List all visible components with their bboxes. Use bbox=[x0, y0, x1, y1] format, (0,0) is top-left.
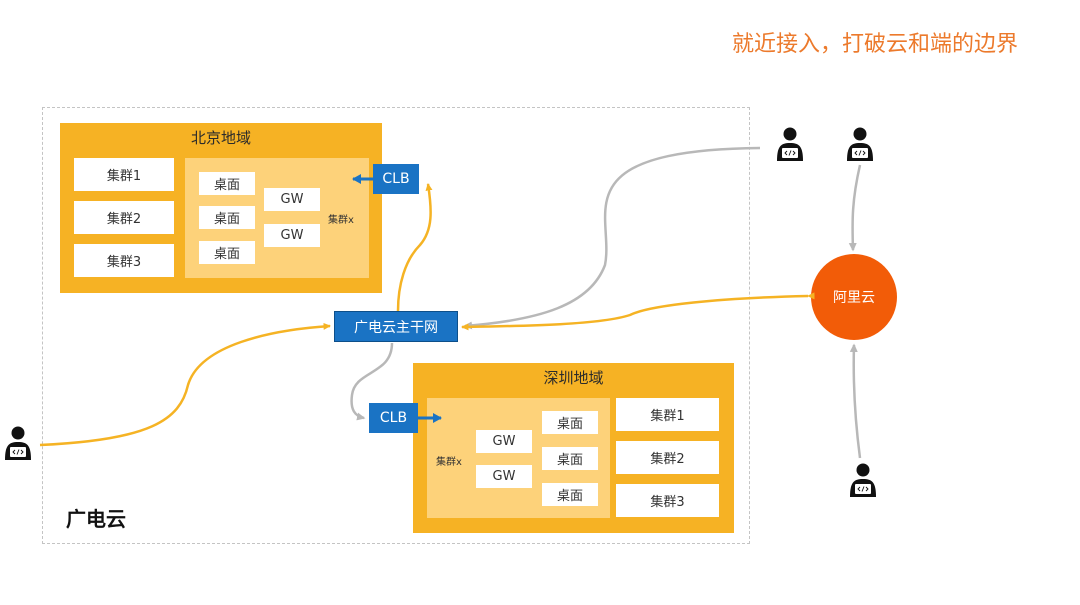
shenzhen-desktop-3: 桌面 bbox=[542, 483, 598, 506]
beijing-gateway-1: GW bbox=[264, 188, 320, 211]
gray-link-backbone-to-shenzhen-clb bbox=[350, 342, 394, 421]
beijing-cluster-1: 集群1 bbox=[74, 158, 174, 191]
region-beijing-title: 北京地域 bbox=[190, 129, 251, 147]
developer-user-icon bbox=[5, 426, 31, 460]
beijing-desktop-1: 桌面 bbox=[199, 172, 255, 195]
beijing-desktop-3: 桌面 bbox=[199, 241, 255, 264]
guangdian-cloud-label: 广电云 bbox=[66, 507, 126, 531]
beijing-cluster-x-label: 集群x bbox=[328, 215, 354, 226]
developer-user-icon bbox=[777, 127, 803, 161]
headline: 就近接入，打破云和端的边界 bbox=[732, 32, 1019, 57]
gray-link-user-to-aliyun-bottom bbox=[849, 343, 862, 459]
shenzhen-clb: CLB bbox=[369, 403, 418, 433]
shenzhen-gateway-1: GW bbox=[476, 430, 532, 453]
aliyun-cloud: 阿里云 bbox=[811, 254, 897, 340]
orange-link-backbone-aliyun bbox=[461, 292, 815, 331]
shenzhen-cluster-x-label: 集群x bbox=[436, 457, 462, 468]
developer-user-icon bbox=[850, 463, 876, 497]
beijing-cluster-3: 集群3 bbox=[74, 244, 174, 277]
backbone-network: 广电云主干网 bbox=[334, 311, 458, 342]
gray-link-user-to-aliyun-top bbox=[848, 164, 862, 252]
shenzhen-gateway-2: GW bbox=[476, 465, 532, 488]
shenzhen-cluster-2: 集群2 bbox=[616, 441, 719, 474]
beijing-desktop-2: 桌面 bbox=[199, 206, 255, 229]
developer-user-icon bbox=[847, 127, 873, 161]
shenzhen-desktop-1: 桌面 bbox=[542, 411, 598, 434]
shenzhen-cluster-1: 集群1 bbox=[616, 398, 719, 431]
beijing-gateway-2: GW bbox=[264, 224, 320, 247]
shenzhen-desktop-2: 桌面 bbox=[542, 447, 598, 470]
beijing-cluster-2: 集群2 bbox=[74, 201, 174, 234]
orange-link-user-to-backbone bbox=[39, 322, 331, 447]
region-shenzhen-title: 深圳地域 bbox=[543, 369, 604, 387]
orange-link-backbone-to-beijing-clb bbox=[396, 183, 433, 312]
beijing-clb: CLB bbox=[373, 164, 419, 194]
shenzhen-cluster-3: 集群3 bbox=[616, 484, 719, 517]
